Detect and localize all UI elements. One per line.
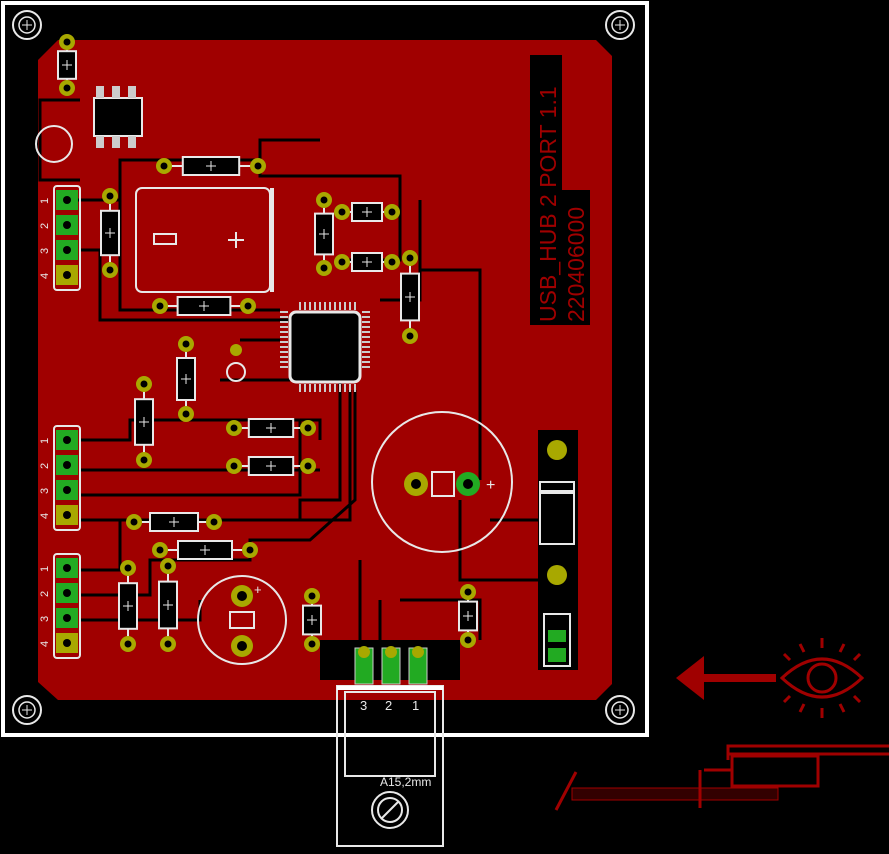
connector-pin-label: 2: [39, 591, 51, 597]
via: [226, 362, 246, 382]
resistor: [158, 558, 178, 652]
connector-2: 1 2 3 4: [39, 425, 81, 531]
arrow-left-icon: [676, 656, 776, 700]
trace: [80, 390, 352, 572]
mounting-hole: [12, 10, 42, 40]
diode: [538, 430, 578, 670]
trace: [80, 420, 302, 497]
resistor: [134, 376, 154, 468]
regulator-pin-3: 3: [360, 698, 367, 713]
components: [57, 34, 478, 652]
connector-pin-label: 3: [39, 248, 51, 254]
connector-1: 1 2 3 4: [39, 185, 81, 291]
svg-text:+: +: [254, 582, 262, 597]
title-window: [530, 55, 590, 325]
trace: [458, 500, 540, 582]
small-capacitor: [35, 125, 73, 163]
connector-pin-label: 2: [39, 463, 51, 469]
regulator-pin-2: 2: [385, 698, 392, 713]
resistor: [152, 540, 258, 560]
mounting-hole: [605, 695, 635, 725]
crystal: [135, 187, 274, 293]
resistor: [156, 156, 266, 176]
trace: [258, 138, 320, 160]
resistor: [100, 188, 120, 278]
svg-text:+: +: [486, 477, 495, 494]
resistor: [152, 296, 256, 316]
trace: [420, 268, 482, 480]
heatsink-label: A15,2mm: [380, 775, 431, 789]
resistor: [118, 560, 138, 652]
trace: [80, 248, 290, 322]
capacitor: [57, 34, 77, 96]
microcontroller-qfp: [280, 302, 370, 392]
connector-pin-label: 3: [39, 488, 51, 494]
capacitor: [458, 584, 478, 648]
capacitor: [302, 588, 322, 652]
regulator-pin-1: 1: [412, 698, 419, 713]
resistor: [314, 192, 334, 276]
trace: [378, 598, 482, 640]
board-code: 220406000: [563, 207, 589, 322]
capacitor: [126, 512, 222, 532]
connector-pin-label: 1: [39, 438, 51, 444]
connector-pin-label: 4: [39, 273, 51, 279]
via: [230, 344, 242, 356]
trace: [38, 98, 80, 182]
capacitor: [334, 202, 400, 222]
capacitor: [334, 252, 400, 272]
connector-pin-label: 3: [39, 616, 51, 622]
trace: [80, 418, 322, 442]
electrolytic-capacitor-large: +: [371, 411, 513, 553]
eye-icon: [779, 638, 865, 718]
electrolytic-capacitor-small: +: [197, 575, 287, 665]
resistor: [226, 418, 316, 438]
resistor: [176, 336, 196, 422]
resistor: [400, 250, 420, 344]
connector-pin-label: 4: [39, 513, 51, 519]
resistor: [226, 456, 316, 476]
connector-pin-label: 1: [39, 198, 51, 204]
mounting-hole: [12, 695, 42, 725]
connector-pin-label: 1: [39, 566, 51, 572]
connector-3: 1 2 3 4: [39, 553, 81, 659]
connector-pin-label: 4: [39, 641, 51, 647]
board-title: USB_HUB 2 PORT 1.1: [535, 86, 561, 322]
mounting-hole: [605, 10, 635, 40]
voltage-regulator: 3 2 1 A15,2mm: [320, 640, 460, 847]
connector-pin-label: 2: [39, 223, 51, 229]
transistor-sot: [93, 86, 143, 148]
side-view-icon: [554, 744, 889, 811]
